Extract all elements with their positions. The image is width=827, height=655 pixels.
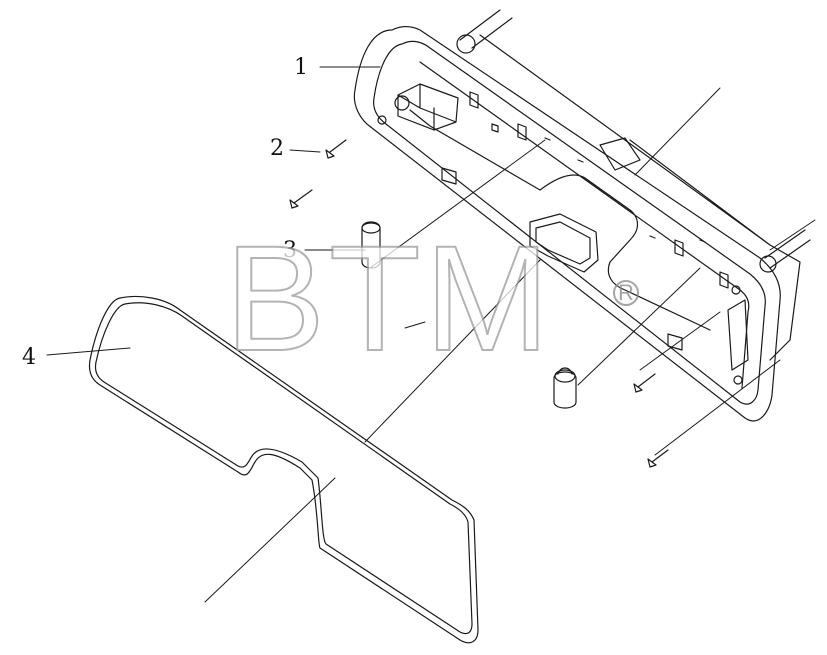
callout-4: 4 (22, 345, 36, 370)
bumpers (361, 221, 577, 409)
leader-lines (46, 66, 816, 603)
callout-2: 2 (270, 136, 284, 161)
callout-3: 3 (283, 238, 297, 263)
btm-watermark: BTM R (224, 214, 645, 382)
watermark-text: BTM (224, 214, 554, 382)
registered-mark-icon: R (613, 280, 639, 306)
callout-1: 1 (294, 55, 308, 80)
trim-panel (88, 295, 479, 644)
screws (289, 139, 669, 468)
frame-housing (353, 9, 811, 422)
